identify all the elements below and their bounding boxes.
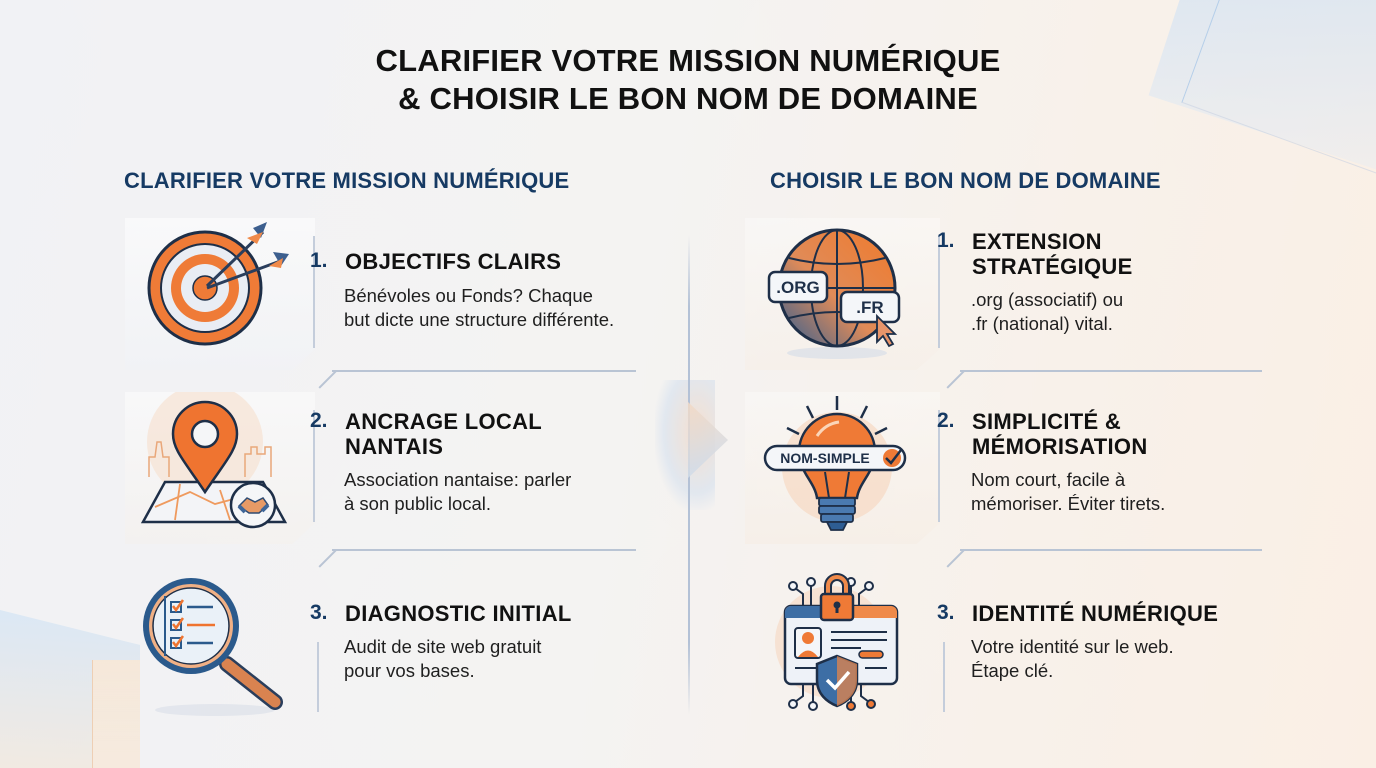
separator [960, 370, 1262, 372]
item-title: OBJECTIFS CLAIRS [345, 249, 562, 274]
right-item-3: 3. IDENTITÉ NUMÉRIQUE Votre identité sur… [745, 572, 1305, 742]
item-text-line-1: Votre identité sur le web. [971, 636, 1174, 657]
separator [960, 549, 1262, 551]
org-badge [767, 270, 829, 304]
fr-badge [839, 290, 901, 324]
lightbulb-icon: NOM-SIMPLE [755, 392, 915, 542]
item-text-line-1: .org (associatif) ou [971, 289, 1124, 310]
item-text-line-1: Audit de site web gratuit [344, 636, 542, 657]
right-item-2: NOM-SIMPLE 2. SIMPLICITÉ & MÉMORISATION … [745, 392, 1305, 562]
panel-edge [317, 642, 319, 712]
map-pin-handshake-icon [135, 384, 295, 542]
left-item-1: 1. OBJECTIFS CLAIRS Bénévoles ou Fonds? … [125, 218, 685, 388]
globe-domain-icon: .ORG .FR [755, 218, 915, 368]
left-item-3: 3. DIAGNOSTIC INITIAL Audit de site web … [125, 572, 685, 742]
svg-text:.FR: .FR [856, 298, 883, 317]
decor-shape-bottom-left [0, 595, 140, 768]
item-title-line-2: NANTAIS [345, 434, 444, 459]
item-text-line-2: .fr (national) vital. [971, 313, 1113, 334]
item-text-line-1: Bénévoles ou Fonds? Chaque [344, 285, 593, 306]
item-number: 3. [937, 601, 955, 624]
panel-edge [938, 236, 940, 348]
target-arrows-icon [135, 218, 295, 368]
page-title: CLARIFIER VOTRE MISSION NUMÉRIQUE & CHOI… [0, 42, 1376, 118]
right-item-1: .ORG .FR 1. EXTENSION STRATÉGIQUE .org (… [745, 218, 1305, 388]
svg-text:.ORG: .ORG [776, 278, 819, 297]
item-number: 1. [937, 229, 955, 252]
svg-text:NOM-SIMPLE: NOM-SIMPLE [780, 450, 869, 466]
magnifier-checklist-icon [135, 572, 295, 722]
item-text-line-2: à son public local. [344, 493, 492, 514]
item-text-line-2: pour vos bases. [344, 660, 475, 681]
separator [332, 370, 636, 372]
item-number: 1. [310, 249, 328, 272]
left-item-2: 2. ANCRAGE LOCAL NANTAIS Association nan… [125, 384, 685, 562]
item-text-line-2: Étape clé. [971, 660, 1054, 681]
item-number: 2. [310, 409, 328, 432]
item-title: IDENTITÉ NUMÉRIQUE [972, 601, 1219, 626]
item-number: 2. [937, 409, 955, 432]
item-title: DIAGNOSTIC INITIAL [345, 601, 572, 626]
secure-id-card-icon [755, 572, 915, 722]
separator [332, 549, 636, 551]
item-number: 3. [310, 601, 328, 624]
panel-edge [938, 410, 940, 522]
item-text-line-2: mémoriser. Éviter tirets. [971, 493, 1166, 514]
page-title-line-1: CLARIFIER VOTRE MISSION NUMÉRIQUE [375, 43, 1001, 78]
panel-edge [943, 642, 945, 712]
item-title-line-2: STRATÉGIQUE [972, 254, 1133, 279]
item-title-line-1: ANCRAGE LOCAL [345, 409, 543, 434]
item-text-line-2: but dicte une structure différente. [344, 309, 615, 330]
item-title-line-1: EXTENSION [972, 229, 1102, 254]
panel-edge [313, 410, 315, 522]
item-text-line-1: Nom court, facile à [971, 469, 1126, 490]
right-column-heading: CHOISIR LE BON NOM DE DOMAINE [770, 168, 1161, 193]
item-text-line-1: Association nantaise: parler [344, 469, 572, 490]
item-title-line-1: SIMPLICITÉ & [972, 409, 1122, 434]
page-title-line-2: & CHOISIR LE BON NOM DE DOMAINE [398, 81, 978, 116]
left-column-heading: CLARIFIER VOTRE MISSION NUMÉRIQUE [124, 168, 570, 193]
panel-edge [313, 236, 315, 348]
nom-simple-badge [763, 444, 907, 472]
item-title-line-2: MÉMORISATION [972, 434, 1148, 459]
